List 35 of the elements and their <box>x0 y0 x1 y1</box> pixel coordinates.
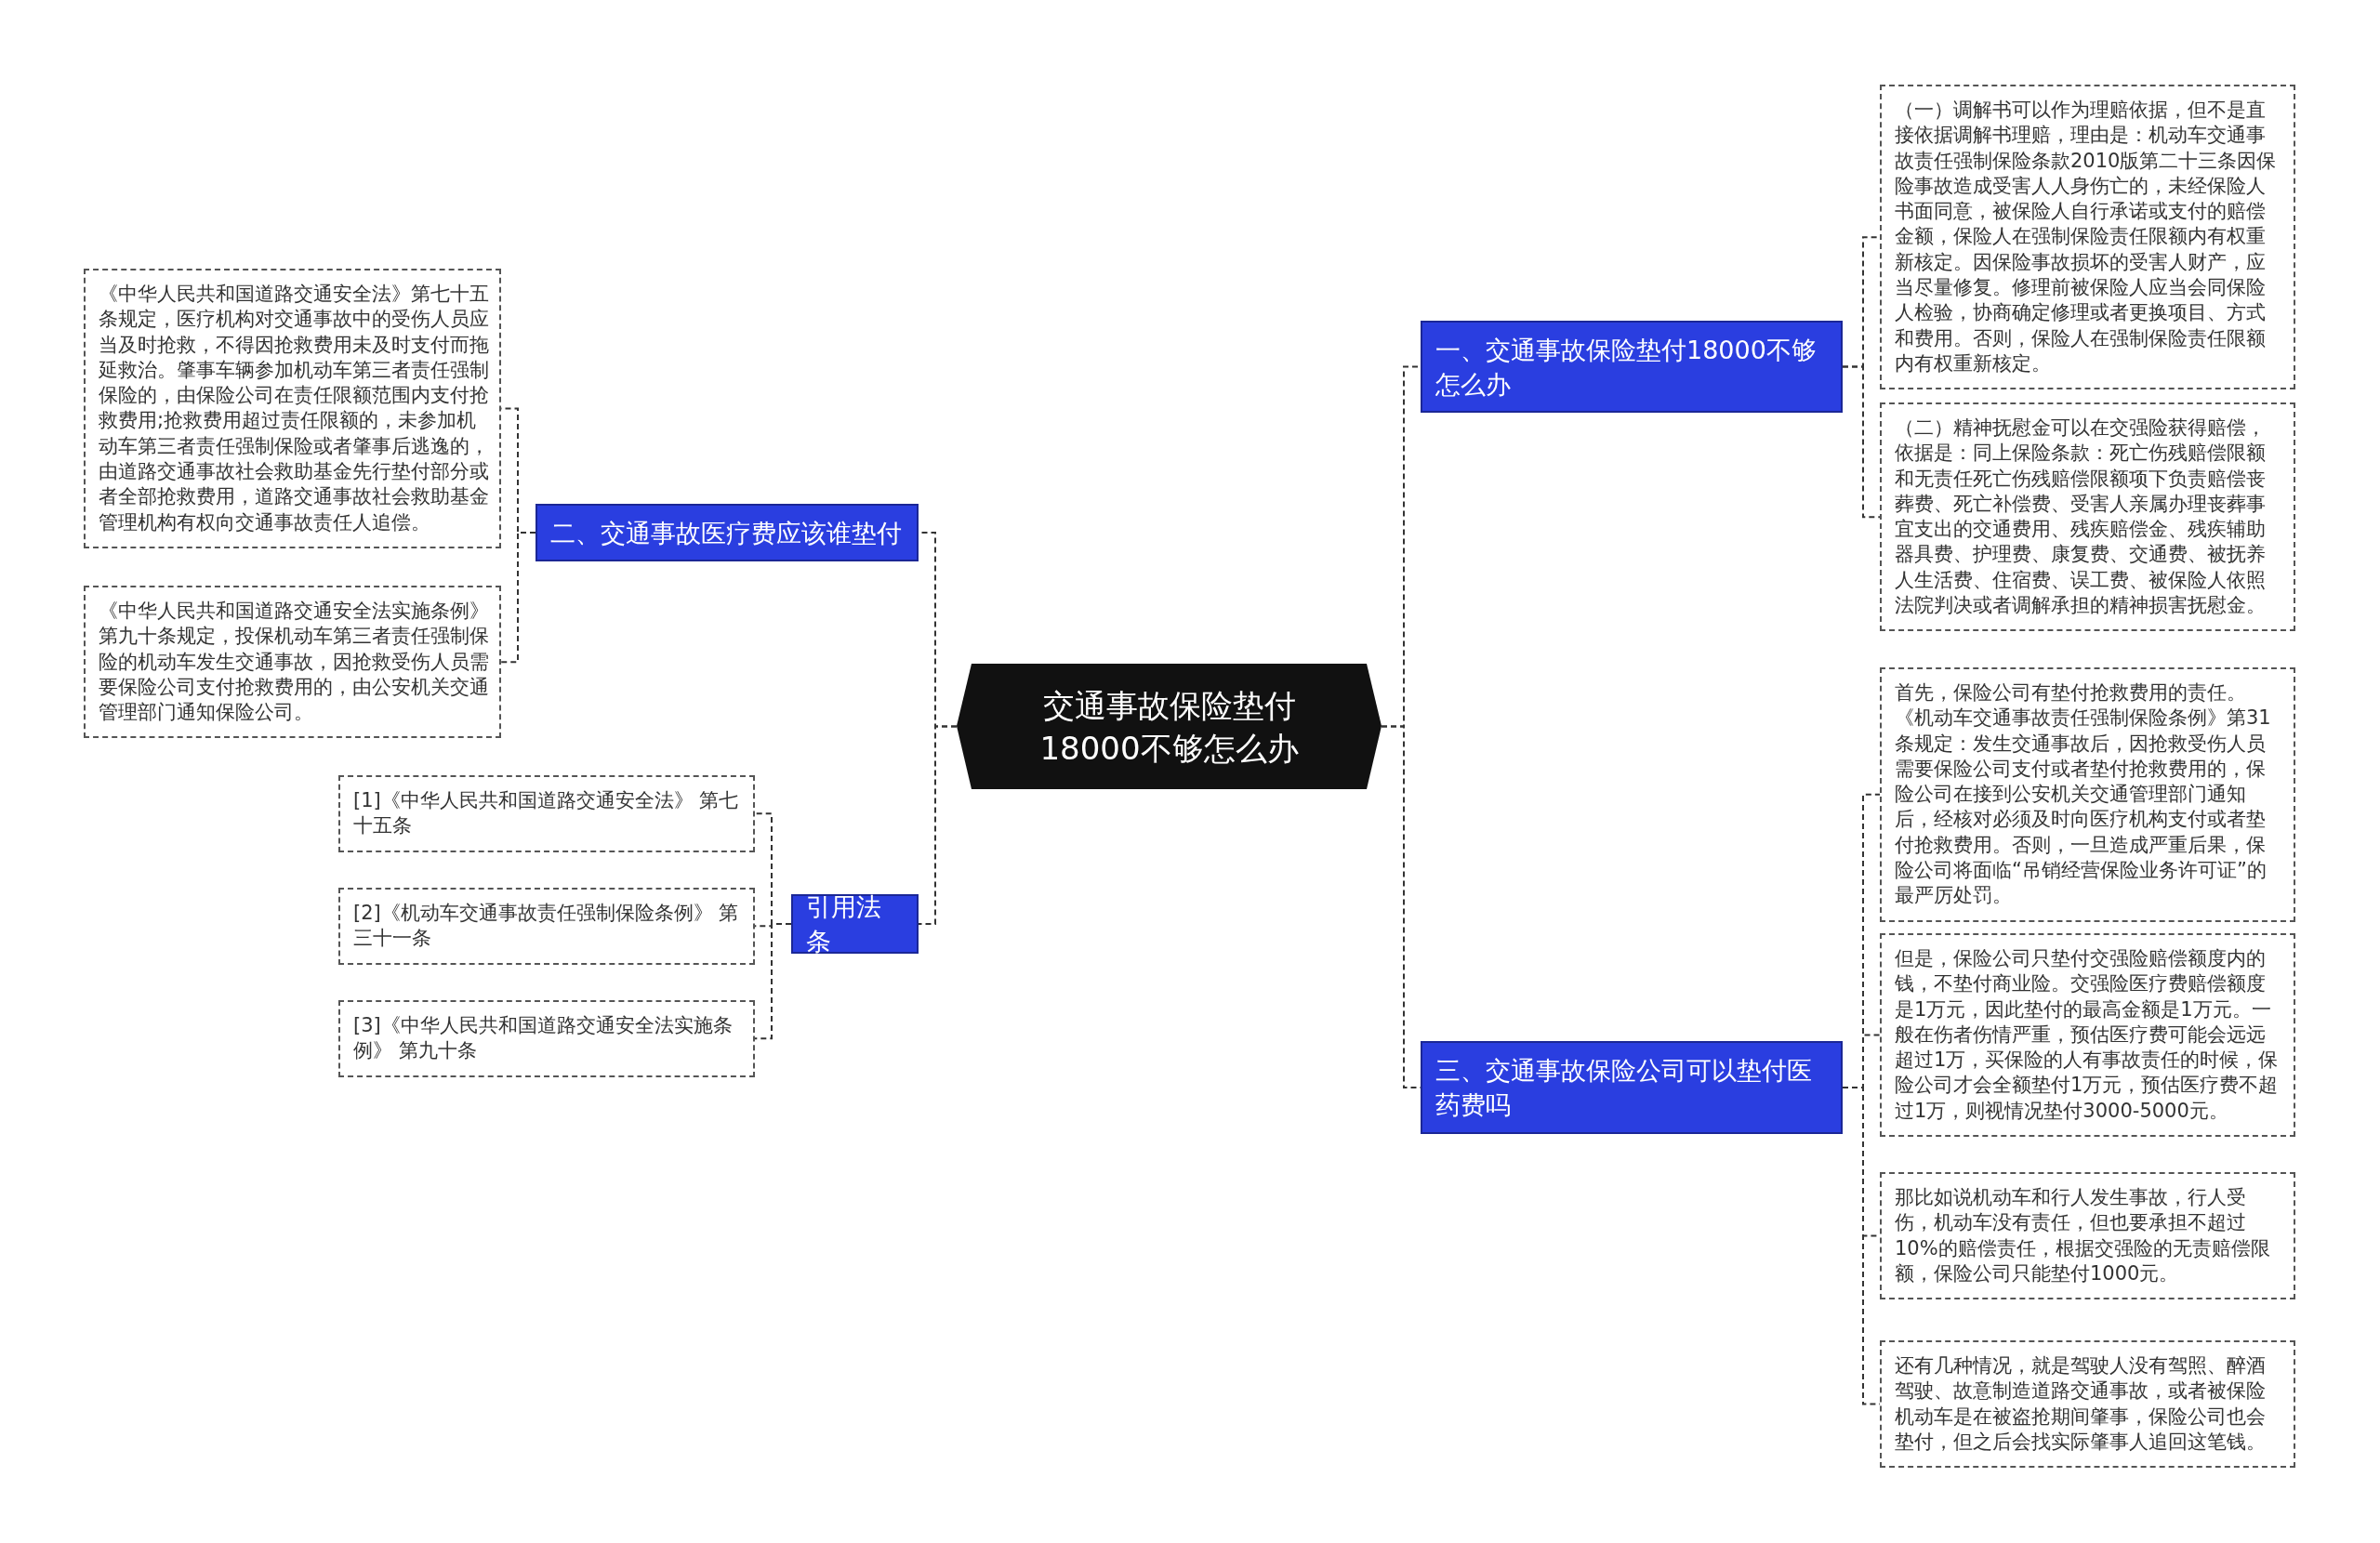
branch-topic <box>1421 321 1843 413</box>
connector-line <box>1842 365 1881 519</box>
topic-text: （一）调解书可以作为理赔依据，但不是直接依据调解书理赔，理由是：机动车交通事故责任强制保险条款2010版第二十三条因保险事故造成受害人人身伤亡的，未经保险人书面同意，被保险人自行承诺或支付的赔偿金额，保险人在强制保险责任限额内有权重新核定。因保险事故损坏的受害人财产，应当尽量修复。修理前被保险人应当会同保险人检验，协商确定修理或者更换项目、方式和费用。否则，保险人在强制保险责任限额内有权重新核定。 <box>1895 98 2278 376</box>
topic-text: 《中华人民共和国道路交通安全法》第七十五条规定，医疗机构对交通事故中的受伤人员应当及时抢救，不得因抢救费用未及时支付而拖延救治。肇事车辆参加机动车第三者责任强制保险的，由保险公司在责任限额范围内支付抢救费用;抢救费用超过责任限额的，未参加机动车第三者责任强制保险或者肇事后逃逸的，由道路交通事故社会救助基金先行垫付部分或者全部抢救费用，道路交通事故社会救助基金管理机构有权向交通事故责任人追偿。 <box>99 282 490 535</box>
topic-text: 引用法条 <box>806 891 882 957</box>
connector-line <box>918 725 958 925</box>
branch-topic <box>791 894 919 954</box>
topic-text: 一、交通事故保险垫付18000不够怎么办 <box>1435 334 1818 401</box>
topic-text: 但是，保险公司只垫付交强险赔偿额度内的钱，不垫付商业险。交强险医疗费赔偿额度是1万元，因此垫付的最高金额是1万元。一般在伤者伤情严重，预估医疗费可能会远远超过1万，买保险的人有事故责任的时候，保险公司才会全额垫付1万元，预估医疗费不超过1万，则视情况垫付3000-5000元。 <box>1895 946 2280 1124</box>
topic-text: 首先，保险公司有垫付抢救费用的责任。《机动车交通事故责任强制保险条例》第31条规定：发生交通事故后，因抢救受伤人员需要保险公司支付或者垫付抢救费用的，保险公司在接到公安机关交通管理部门通知后，经核对必须及时向医疗机构支付或者垫付抢救费用。否则，一旦造成严重后果，保险公司将面临“吊销经营保险业务许可证”的最严厉处罚。 <box>1895 680 2272 909</box>
note-box <box>1880 933 2295 1138</box>
note-box <box>338 888 755 965</box>
note-box <box>1880 1172 2295 1300</box>
topic-text: 交通事故保险垫付18000不够怎么办 <box>1038 685 1300 769</box>
note-box <box>84 586 501 739</box>
topic-text: [1]《中华人民共和国道路交通安全法》 第七十五条 <box>353 788 740 839</box>
note-box <box>1880 1340 2295 1469</box>
topic-text: 三、交通事故保险公司可以垫付医药费吗 <box>1435 1055 1813 1121</box>
topic-text: 二、交通事故医疗费应该谁垫付 <box>550 517 902 549</box>
topic-text: 《中华人民共和国道路交通安全法实施条例》第九十条规定，投保机动车第三者责任强制保险的机动车发生交通事故，因抢救受伤人员需要保险公司支付抢救费用的，由公安机关交通管理部门通知保险公司。 <box>99 599 490 726</box>
note-box <box>1880 85 2295 390</box>
note-box <box>1880 667 2295 922</box>
note-box <box>338 1000 755 1077</box>
note-box <box>338 775 755 852</box>
branch-topic <box>536 504 919 561</box>
topic-text: [3]《中华人民共和国道路交通安全法实施条例》 第九十条 <box>353 1013 734 1064</box>
central-topic <box>957 664 1382 789</box>
connector-line <box>500 532 536 664</box>
connector-line <box>754 923 792 1040</box>
topic-text: 还有几种情况，就是驾驶人没有驾照、醉酒驾驶、故意制造道路交通事故，或者被保险机动车是在被盗抢期间肇事，保险公司也会垫付，但之后会找实际肇事人追回这笔钱。 <box>1895 1353 2267 1455</box>
topic-text: （二）精神抚慰金可以在交强险获得赔偿，依据是：同上保险条款：死亡伤残赔偿限额和无责任死亡伤残赔偿限额项下负责赔偿丧葬费、死亡补偿费、受害人亲属办理丧葬事宜支出的交通费用、残疾赔偿金、残疾辅助器具费、护理费、康复费、交通费、被抚养人生活费、住宿费、误工费、被保险人依照法院判决或者调解承担的精神损害抚慰金。 <box>1895 415 2267 619</box>
note-box <box>1880 402 2295 632</box>
topic-text: [2]《机动车交通事故责任强制保险条例》 第三十一条 <box>353 901 740 952</box>
topic-text: 那比如说机动车和行人发生事故，行人受伤，机动车没有责任，但也要承担不超过10%的赔偿责任，根据交强险的无责赔偿限额，保险公司只能垫付1000元。 <box>1895 1185 2271 1286</box>
branch-topic <box>1421 1041 1843 1134</box>
